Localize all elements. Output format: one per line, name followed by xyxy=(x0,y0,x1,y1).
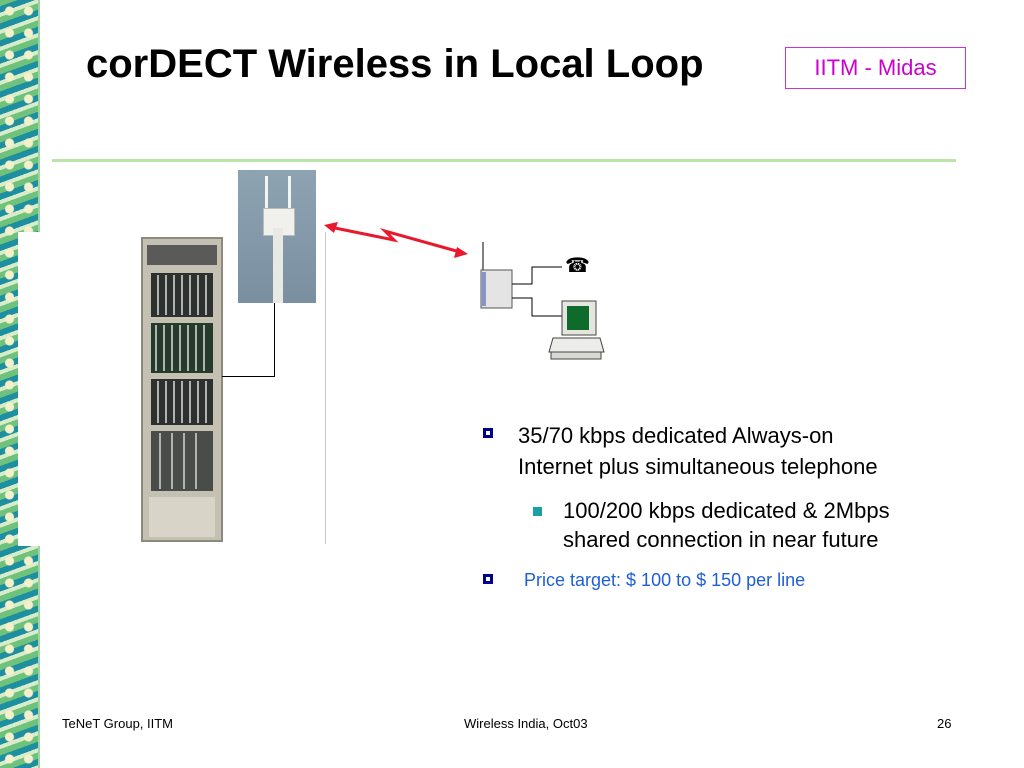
wireless-link-arrow xyxy=(324,222,468,258)
title-divider xyxy=(52,159,956,162)
bullet-list: 35/70 kbps dedicated Always-on Internet … xyxy=(480,420,960,592)
bullet-item: 35/70 kbps dedicated Always-on Internet … xyxy=(480,420,960,482)
rack-shelf xyxy=(151,323,213,373)
connection-lines xyxy=(512,266,563,317)
footer-left: TeNeT Group, IITM xyxy=(62,716,174,731)
bullet-marker xyxy=(483,574,493,584)
sub-bullet-text-line: 100/200 kbps dedicated & 2Mbps xyxy=(563,498,890,523)
sub-bullet-item: 100/200 kbps dedicated & 2Mbps shared co… xyxy=(480,496,960,554)
footer-center: Wireless India, Oct03 xyxy=(464,716,588,731)
bullet-text-line: 35/70 kbps dedicated Always-on xyxy=(518,423,834,448)
antenna-rod xyxy=(265,176,268,212)
cable-vertical xyxy=(274,303,275,377)
rack-shelf xyxy=(151,379,213,425)
bullet-text-line: Internet plus simultaneous telephone xyxy=(518,454,878,479)
wall-set-icon xyxy=(480,242,513,309)
rack-base xyxy=(149,497,215,537)
rack-shelf xyxy=(151,431,213,491)
antenna-pole xyxy=(273,228,283,303)
sub-bullet-text-line: shared connection in near future xyxy=(563,527,879,552)
telephone-icon: ☎ xyxy=(565,255,590,277)
slide-title: corDECT Wireless in Local Loop xyxy=(86,42,704,86)
exchange-rack-photo xyxy=(141,237,223,542)
rack-shelf xyxy=(151,273,213,317)
bullet-marker xyxy=(483,428,493,438)
price-bullet-item: Price target: $ 100 to $ 150 per line xyxy=(480,568,960,592)
iitm-midas-tag: IITM - Midas xyxy=(785,47,966,89)
sub-bullet-marker xyxy=(533,507,542,516)
base-station-antenna-photo xyxy=(238,170,316,303)
rack-top-panel xyxy=(147,245,217,265)
cable-horizontal xyxy=(222,376,275,377)
panel-divider xyxy=(325,232,326,544)
page-number: 26 xyxy=(937,716,952,731)
price-target-text: Price target: $ 100 to $ 150 per line xyxy=(524,570,806,590)
computer-icon xyxy=(548,300,605,360)
antenna-rod xyxy=(288,176,291,212)
